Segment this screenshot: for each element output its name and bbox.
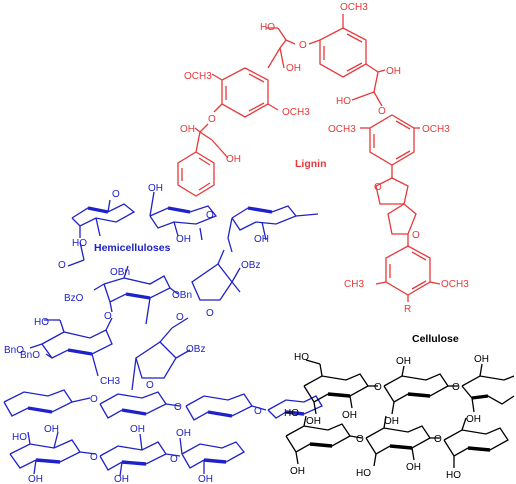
o-label: O: [299, 40, 307, 51]
oh-label: OH: [28, 474, 43, 484]
oh-label: OH: [254, 234, 269, 245]
ho-label: HO: [336, 96, 351, 107]
o-label: O: [112, 189, 120, 200]
lignin-structure: OCH3 HO O OH OCH3 O OCH3 OH OH OH HO O O…: [177, 2, 469, 315]
ho-label: HO: [284, 408, 299, 419]
o-label: O: [174, 402, 182, 413]
oh-label: OH: [180, 124, 195, 135]
oh-label: OH: [286, 63, 301, 74]
ho-label: HO: [294, 352, 309, 363]
oh-label: OH: [342, 410, 357, 421]
ch3-label: CH3: [100, 376, 120, 387]
oh-label: OH: [44, 424, 59, 435]
lignin-label: Lignin: [295, 158, 327, 170]
o-label: O: [374, 182, 382, 193]
o-label: O: [412, 230, 420, 241]
hemicelluloses-label: Hemicelluloses: [94, 242, 171, 254]
ho-label: HO: [260, 22, 275, 33]
oh-label: OH: [114, 474, 129, 484]
cellulose-label: Cellulose: [412, 333, 459, 345]
och3-label: OCH3: [441, 279, 469, 290]
oh-label: OH: [306, 416, 321, 427]
oh-label: OH: [386, 66, 401, 77]
oh-label: OH: [226, 154, 241, 165]
ho-label: HO: [446, 470, 461, 481]
obn-label: OBn: [110, 267, 130, 278]
obz-label: OBz: [186, 344, 205, 355]
o-label: O: [90, 394, 98, 405]
o-label: O: [452, 382, 460, 393]
o-label: O: [104, 311, 112, 322]
oh-label: OH: [466, 414, 481, 425]
oh-label: OH: [406, 462, 421, 473]
bno-label: BnO: [4, 345, 24, 356]
och3-label: OCH3: [282, 107, 310, 118]
o-label: O: [434, 434, 442, 445]
o-label: O: [170, 454, 178, 465]
oh-label: OH: [396, 356, 411, 367]
oh-label: OH: [290, 466, 305, 477]
o-label: O: [146, 380, 154, 391]
bno-label: BnO: [20, 350, 40, 361]
oh-label: OH: [148, 183, 163, 194]
o-label: O: [208, 114, 216, 125]
obz-label: OBz: [241, 260, 260, 271]
ho-label: HO: [72, 238, 87, 249]
oh-label: OH: [198, 474, 213, 484]
bzo-label: BzO: [64, 293, 84, 304]
oh-label: OH: [130, 424, 145, 435]
o-label: O: [90, 452, 98, 463]
o-label: O: [356, 434, 364, 445]
ho-label: HO: [34, 317, 49, 328]
och3-label: OCH3: [328, 124, 356, 135]
hemicelluloses-structure: OH O O HO OH OH O Hemicelluloses OBz OBn…: [3, 183, 323, 484]
r-label: R: [404, 304, 411, 315]
oh-label: OH: [384, 416, 399, 427]
o-label: O: [58, 260, 66, 271]
o-label: O: [254, 406, 262, 417]
och3-label: OCH3: [340, 2, 368, 13]
ho-label: HO: [12, 432, 27, 443]
oh-label: OH: [176, 234, 191, 245]
o-label: O: [206, 308, 214, 319]
ho-label: HO: [356, 468, 371, 479]
och3-label: OCH3: [184, 71, 212, 82]
oh-label: OH: [176, 428, 191, 439]
oh-label: OH: [474, 354, 489, 365]
o-label: O: [378, 106, 386, 117]
och3-label: OCH3: [422, 124, 450, 135]
o-label: O: [176, 312, 184, 323]
o-label: O: [206, 210, 214, 221]
o-label: O: [374, 382, 382, 393]
obn-label: OBn: [172, 290, 192, 301]
ch3-label: CH3: [344, 279, 364, 290]
cellulose-structure: Cellulose HO OH OH O O OH OH OH OH HO O …: [284, 333, 515, 481]
